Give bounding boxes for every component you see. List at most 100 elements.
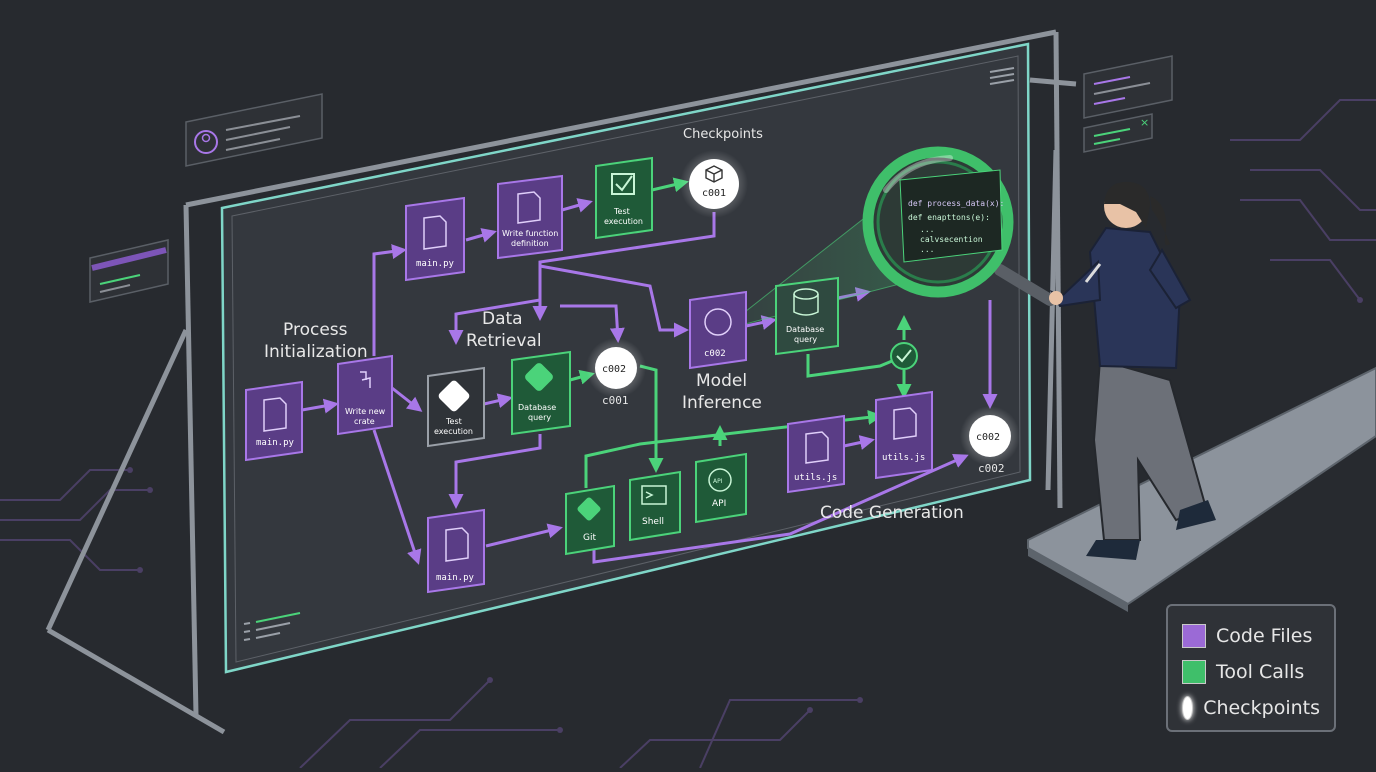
checkpoint-nodes: c001 c002 c001 c002 c002 bbox=[586, 150, 1020, 475]
checkpoint-c001-caption: c001 bbox=[602, 394, 629, 407]
checkmark-icon bbox=[896, 349, 912, 363]
svg-text:API: API bbox=[713, 478, 723, 485]
node-test-execution[interactable]: Test execution bbox=[427, 366, 485, 448]
node-git[interactable]: Git bbox=[565, 484, 615, 556]
easel-frame bbox=[45, 29, 1077, 735]
svg-text:execution: execution bbox=[604, 217, 643, 226]
legend-swatch-checkpoints bbox=[1182, 696, 1194, 720]
node-write-function-definition[interactable]: Write function definition bbox=[497, 174, 563, 260]
section-labels: Checkpoints Process Initialization Data … bbox=[264, 127, 964, 523]
node-shell[interactable]: Shell bbox=[629, 470, 681, 542]
svg-text:execution: execution bbox=[434, 427, 473, 436]
svg-text:c001: c001 bbox=[702, 188, 726, 199]
checkbox-icon bbox=[611, 173, 635, 195]
checkpoint-c002-caption: c002 bbox=[978, 462, 1005, 475]
magnifier-code-line1: def process_data(x): bbox=[908, 199, 1004, 208]
node-main-py-top[interactable]: main.py bbox=[405, 196, 465, 282]
svg-text:Write new: Write new bbox=[345, 407, 386, 416]
node-test-execution-top[interactable]: Test execution bbox=[595, 156, 653, 240]
api-gear-icon bbox=[708, 468, 732, 492]
checkpoint-c002-right[interactable]: c002 bbox=[960, 406, 1020, 466]
magnifier-code-line5: ... bbox=[920, 245, 934, 254]
document-icon bbox=[263, 397, 287, 432]
code-generation-label: Code Generation bbox=[820, 503, 964, 523]
git-icon bbox=[438, 380, 470, 412]
svg-text:Shell: Shell bbox=[642, 517, 664, 527]
floating-code-panel-left bbox=[89, 239, 169, 303]
svg-text:c002: c002 bbox=[704, 349, 726, 359]
svg-text:Database: Database bbox=[518, 403, 556, 412]
svg-text:c002: c002 bbox=[602, 364, 626, 375]
walkway-platform bbox=[1027, 366, 1376, 606]
node-model-inference-brain[interactable]: c002 bbox=[689, 290, 747, 370]
connectors bbox=[301, 177, 998, 565]
svg-text:main.py: main.py bbox=[416, 259, 455, 269]
document-icon bbox=[517, 191, 541, 224]
brain-icon bbox=[704, 308, 732, 336]
svg-text:query: query bbox=[528, 413, 551, 422]
file-tree-icon bbox=[360, 371, 371, 388]
svg-text:query: query bbox=[794, 335, 817, 344]
svg-text:Git: Git bbox=[583, 533, 596, 543]
svg-text:Test: Test bbox=[613, 207, 630, 216]
data-retrieval-label-line1: Data bbox=[482, 309, 523, 329]
node-utils-js-right[interactable]: utils.js bbox=[875, 390, 933, 480]
model-inference-label-line2: Inference bbox=[682, 393, 762, 413]
legend-label: Code Files bbox=[1216, 625, 1313, 647]
svg-text:API: API bbox=[712, 499, 726, 509]
floating-code-panel-right: × bbox=[1083, 55, 1173, 153]
process-initialization-label-line1: Process bbox=[283, 320, 348, 340]
svg-text:crate: crate bbox=[354, 417, 375, 426]
tool-call-nodes: Test execution Test execution Database q… bbox=[427, 156, 918, 556]
magnifying-glass: def process_data(x): def enapttons(e): .… bbox=[862, 146, 1056, 306]
checkpoints-label: Checkpoints bbox=[683, 127, 763, 142]
terminal-icon bbox=[641, 485, 667, 505]
node-main-py-bottom[interactable]: main.py bbox=[427, 508, 485, 594]
node-label: main.py bbox=[256, 438, 295, 448]
svg-text:definition: definition bbox=[511, 239, 549, 248]
svg-text:Database: Database bbox=[786, 325, 824, 334]
svg-text:×: × bbox=[1140, 116, 1149, 129]
document-icon bbox=[893, 407, 917, 440]
cube-icon bbox=[705, 165, 723, 183]
document-icon bbox=[423, 215, 447, 250]
legend-item-tool-calls: Tool Calls bbox=[1182, 654, 1320, 690]
legend-swatch-tool-calls bbox=[1182, 660, 1206, 684]
legend-item-code-files: Code Files bbox=[1182, 618, 1320, 654]
svg-text:utils.js: utils.js bbox=[882, 453, 925, 463]
node-write-new-crate[interactable]: Write new crate bbox=[337, 354, 393, 436]
node-main-py-left[interactable]: main.py bbox=[245, 380, 303, 462]
checkpoint-c002-mid[interactable]: c002 bbox=[586, 338, 646, 398]
circuit-traces bbox=[0, 99, 1376, 769]
git-icon bbox=[577, 497, 601, 521]
svg-text:main.py: main.py bbox=[436, 573, 475, 583]
code-file-nodes: main.py Write new crate main.py Write fu… bbox=[245, 174, 933, 594]
legend: Code Files Tool Calls Checkpoints bbox=[1166, 604, 1336, 732]
data-retrieval-label-line2: Retrieval bbox=[466, 331, 542, 351]
document-icon bbox=[445, 527, 469, 562]
legend-swatch-code-files bbox=[1182, 624, 1206, 648]
svg-text:utils.js: utils.js bbox=[794, 473, 837, 483]
svg-text:Test: Test bbox=[445, 417, 462, 426]
legend-label: Tool Calls bbox=[1216, 661, 1305, 683]
person-figure bbox=[1049, 181, 1216, 560]
floating-profile-panel bbox=[185, 93, 323, 167]
node-api[interactable]: API API bbox=[695, 452, 747, 524]
legend-item-checkpoints: Checkpoints bbox=[1182, 690, 1320, 726]
node-utils-js-left[interactable]: utils.js bbox=[787, 414, 845, 494]
magnifier-code-line2: def enapttons(e): bbox=[908, 213, 990, 222]
magnifier-code-line4: calvsecention bbox=[920, 235, 983, 244]
svg-text:Write function: Write function bbox=[502, 229, 558, 238]
svg-text:c002: c002 bbox=[976, 432, 1000, 443]
node-database-query[interactable]: Database query bbox=[511, 350, 571, 436]
model-inference-label-line1: Model bbox=[696, 371, 747, 391]
git-icon bbox=[525, 363, 553, 391]
node-database-query-right[interactable]: Database query bbox=[775, 276, 839, 356]
checkpoint-c001-top[interactable]: c001 bbox=[680, 150, 748, 218]
magnifier-code-line3: ... bbox=[920, 225, 934, 234]
status-check bbox=[890, 342, 918, 370]
process-initialization-label-line2: Initialization bbox=[264, 342, 368, 362]
document-icon bbox=[805, 431, 829, 464]
